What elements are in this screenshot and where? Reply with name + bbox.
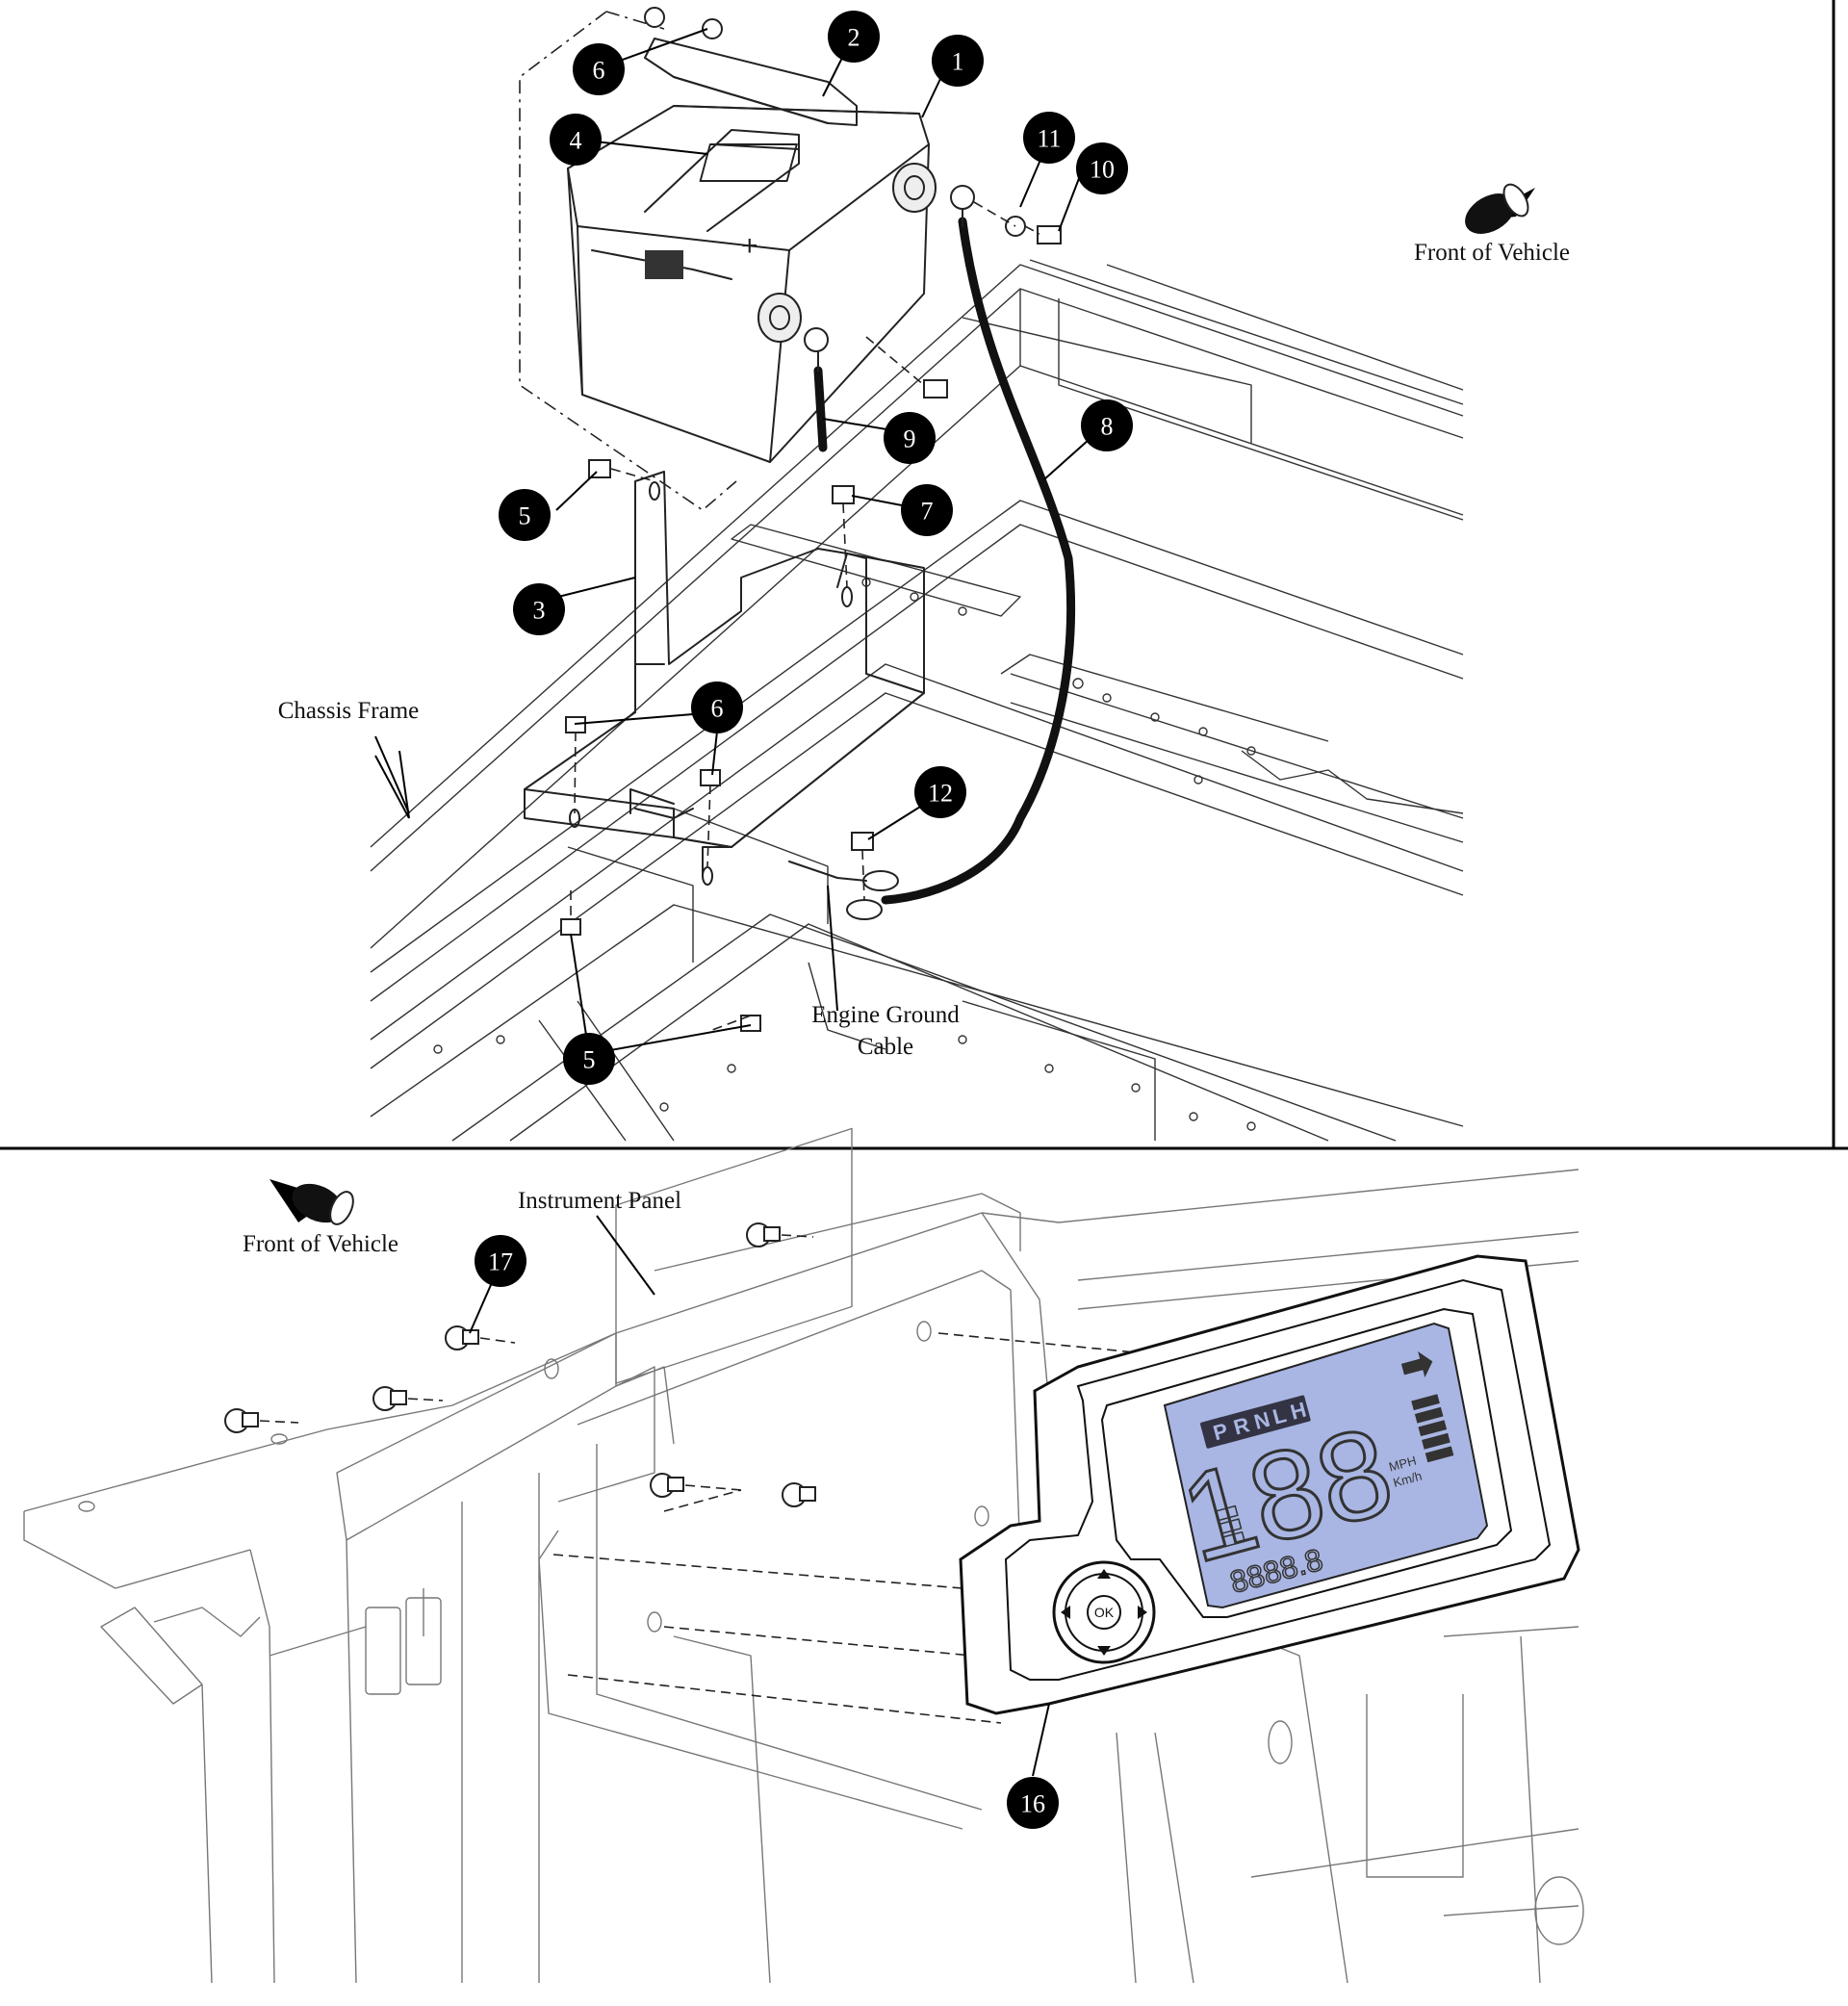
svg-text:2: 2 — [848, 24, 860, 52]
svg-text:9: 9 — [904, 425, 916, 453]
front-of-vehicle-arrow-top — [1465, 183, 1535, 234]
front-of-vehicle-label-top: Front of Vehicle — [1414, 240, 1570, 266]
svg-text:OK: OK — [1094, 1605, 1115, 1620]
instrument-screws — [224, 1222, 816, 1507]
callout-1: 1 — [932, 35, 984, 87]
svg-text:5: 5 — [583, 1046, 596, 1074]
battery-outline-dashed — [519, 11, 737, 512]
svg-text:MPH: MPH — [1387, 1453, 1418, 1475]
svg-text:11: 11 — [1037, 125, 1061, 153]
callout-4: 4 — [550, 114, 602, 166]
callout-8: 8 — [1081, 399, 1133, 451]
callout-10: 10 — [1076, 142, 1128, 194]
battery: + — [567, 38, 937, 463]
svg-text:+: + — [741, 230, 758, 262]
callout-12: 12 — [914, 766, 966, 818]
svg-text:3: 3 — [533, 597, 546, 625]
front-of-vehicle-arrow-bottom — [270, 1179, 354, 1225]
engine-ground-cable-label-1: Engine Ground — [811, 1002, 960, 1028]
svg-text:12: 12 — [928, 780, 953, 808]
svg-text:6: 6 — [711, 695, 724, 723]
callout-16: 16 — [1007, 1777, 1059, 1829]
svg-text:16: 16 — [1020, 1790, 1045, 1818]
svg-text:4: 4 — [570, 127, 582, 155]
screw-leaders — [259, 1234, 1137, 1724]
cable-8 — [881, 217, 1076, 905]
battery-tray — [524, 471, 925, 886]
svg-text:17: 17 — [488, 1248, 513, 1276]
callout-9: 9 — [884, 412, 936, 464]
svg-text:6: 6 — [593, 57, 605, 85]
svg-text:L: L — [1270, 1402, 1289, 1429]
svg-text:N: N — [1251, 1407, 1272, 1434]
callout-7: 7 — [901, 484, 953, 536]
svg-text:1: 1 — [952, 48, 964, 76]
instrument-panel-label: Instrument Panel — [518, 1188, 681, 1214]
callout-11: 11 — [1023, 112, 1075, 164]
callout-6-lower: 6 — [691, 682, 743, 733]
callout-6-upper: 6 — [573, 43, 625, 95]
svg-text:10: 10 — [1090, 156, 1115, 184]
engine-ground-cable-label-2: Cable — [858, 1034, 913, 1060]
callout-17: 17 — [475, 1235, 526, 1287]
callout-2: 2 — [828, 11, 880, 63]
svg-text:R: R — [1231, 1412, 1252, 1439]
callout-3: 3 — [513, 583, 565, 635]
chassis-frame-drawing — [370, 259, 1464, 1142]
svg-text:H: H — [1288, 1398, 1309, 1425]
cable-9 — [813, 366, 828, 452]
chassis-frame-label: Chassis Frame — [278, 698, 420, 724]
svg-text:P: P — [1211, 1418, 1231, 1445]
ok-button — [1087, 1595, 1121, 1630]
front-of-vehicle-label-bottom: Front of Vehicle — [243, 1231, 398, 1257]
lcd-screen — [1163, 1322, 1489, 1609]
svg-text:8: 8 — [1101, 413, 1114, 441]
fastener-leaders — [570, 201, 1040, 1031]
svg-text:5: 5 — [519, 502, 531, 530]
callout-5-upper: 5 — [499, 489, 551, 541]
svg-text:7: 7 — [921, 498, 934, 526]
callout-5-lower: 5 — [563, 1033, 615, 1085]
